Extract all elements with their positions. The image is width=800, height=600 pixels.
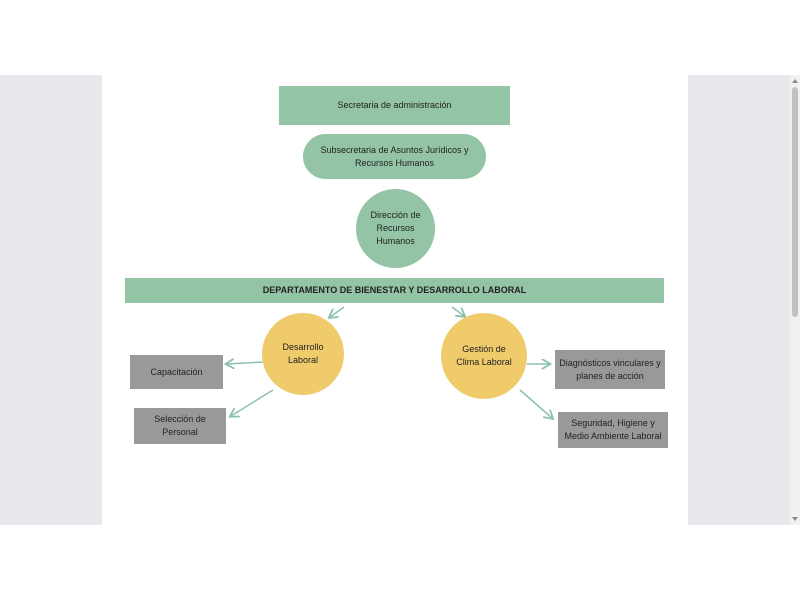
seguridad-higiene-box: Seguridad, Higiene y Medio Ambiente Labo… [558, 412, 668, 448]
capacitacion-label: Capacitación [150, 366, 203, 377]
gestion-clima-circle: Gestión de Clima Laboral [441, 313, 527, 399]
gestion-clima-label: Gestión de Clima Laboral [456, 344, 512, 367]
subsecretaria-box: Subsecretaria de Asuntos Jurídicos y Rec… [303, 134, 486, 179]
connector-arrows [102, 306, 688, 525]
document-page: Secretaria de administración Subsecretar… [102, 75, 688, 525]
document-viewer: Secretaria de administración Subsecretar… [0, 75, 800, 525]
scrollbar-thumb[interactable] [792, 87, 798, 317]
departamento-label: DEPARTAMENTO DE BIENESTAR Y DESARROLLO L… [262, 285, 527, 295]
arrow-to-gestion [451, 306, 464, 316]
subsecretaria-label: Subsecretaria de Asuntos Jurídicos y Rec… [320, 144, 469, 168]
desarrollo-laboral-circle: Desarrollo Laboral [262, 313, 344, 395]
secretaria-box: Secretaria de administración [279, 86, 510, 125]
seleccion-personal-box: Selección de Personal [134, 408, 226, 444]
arrow-to-desarrollo [330, 306, 345, 317]
departamento-banner: DEPARTAMENTO DE BIENESTAR Y DESARROLLO L… [125, 278, 664, 303]
seguridad-higiene-label: Seguridad, Higiene y Medio Ambiente Labo… [564, 418, 662, 441]
scroll-down-icon[interactable] [792, 517, 798, 521]
arrow-to-capacitacion [227, 362, 265, 364]
scroll-up-icon[interactable] [792, 79, 798, 83]
direccion-circle: Dirección de Recursos Humanos [356, 189, 435, 268]
capacitacion-box: Capacitación [130, 355, 223, 389]
diagnosticos-box: Diagnósticos vinculares y planes de acci… [555, 350, 665, 389]
secretaria-label: Secretaria de administración [337, 100, 452, 110]
vertical-scrollbar[interactable] [790, 75, 800, 525]
direccion-label: Dirección de Recursos Humanos [370, 210, 421, 246]
arrow-to-seguridad [519, 389, 552, 418]
seleccion-personal-label: Selección de Personal [154, 414, 206, 437]
arrow-to-seleccion [231, 389, 274, 416]
desarrollo-laboral-label: Desarrollo Laboral [282, 342, 324, 365]
diagnosticos-label: Diagnósticos vinculares y planes de acci… [559, 357, 661, 381]
